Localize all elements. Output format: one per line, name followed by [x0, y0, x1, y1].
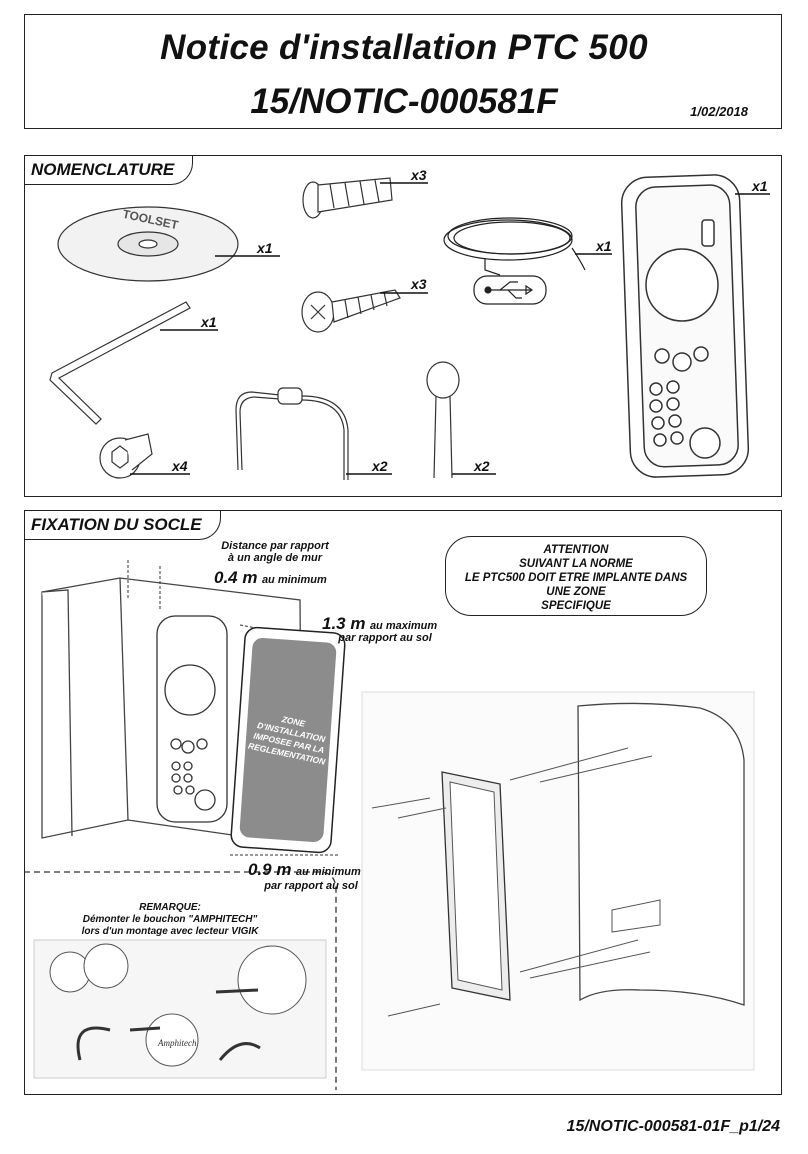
attention-notice: ATTENTION SUIVANT LA NORME LE PTC500 DOI… — [445, 536, 707, 616]
attention-line-1: ATTENTION — [543, 544, 609, 556]
min-height-unit: au minimum — [295, 866, 361, 878]
hex-key — [49, 301, 191, 425]
attention-line-2: SUIVANT LA NORME — [519, 558, 633, 570]
qty-hexkey: x1 — [201, 314, 217, 330]
bolt-screw — [99, 433, 153, 479]
attention-line-5: SPECIFIQUE — [541, 600, 611, 612]
remarque-box — [24, 871, 337, 1090]
min-height: 0.9 m au minimum — [248, 860, 361, 880]
ptc500-device — [620, 174, 750, 478]
attention-line-4: UNE ZONE — [546, 586, 606, 598]
qty-device: x1 — [752, 178, 768, 194]
varistor — [426, 361, 460, 479]
qty-varistor: x2 — [474, 458, 490, 474]
min-height-value: 0.9 m — [248, 860, 292, 879]
wood-screw — [301, 289, 401, 333]
min-height-ref: par rapport au sol — [264, 880, 358, 892]
remarque-title: REMARQUE: — [139, 902, 201, 913]
qty-anchor: x3 — [411, 167, 427, 183]
usb-cable — [443, 217, 586, 305]
installation-zone — [230, 626, 346, 854]
exploded-mount-view — [361, 691, 755, 1071]
qty-boltscrew: x4 — [172, 458, 188, 474]
qty-wire: x2 — [372, 458, 388, 474]
fixation-section — [24, 510, 782, 1095]
max-height-unit: au maximum — [369, 620, 438, 632]
wire-piece — [235, 387, 349, 480]
fixation-tab: FIXATION DU SOCLE — [25, 511, 221, 540]
qty-screw: x3 — [411, 276, 427, 292]
qty-cd: x1 — [257, 240, 273, 256]
wall-distance: 0.4 m au minimum — [214, 568, 327, 588]
wall-anchor — [302, 177, 393, 219]
wall-distance-label: Distance par rapport à un angle de mur — [221, 540, 329, 564]
document-date: 1/02/2018 — [690, 104, 748, 119]
document-title: Notice d'installation PTC 500 — [160, 28, 648, 67]
max-height-value: 1.3 m — [322, 614, 366, 633]
max-height-ref: par rapport au sol — [338, 632, 432, 644]
wall-distance-unit: au minimum — [261, 574, 327, 586]
max-height: 1.3 m au maximum — [322, 614, 437, 634]
remarque-illustration — [33, 939, 327, 1079]
toolset-cd — [57, 206, 239, 282]
remarque-text-2: lors d'un montage avec lecteur VIGIK — [81, 926, 259, 937]
footer-reference: 15/NOTIC-000581-01F_p1/24 — [566, 1118, 780, 1135]
header-box — [24, 14, 782, 129]
attention-line-3: LE PTC500 DOIT ETRE IMPLANTE DANS — [464, 572, 688, 584]
wall-distance-value: 0.4 m — [214, 568, 258, 587]
remarque-text-1: Démonter le bouchon "AMPHITECH" — [82, 914, 258, 925]
installed-device — [156, 615, 228, 823]
qty-cable: x1 — [596, 238, 612, 254]
amphitech-logo: Amphitech — [157, 1038, 197, 1048]
nomenclature-tab: NOMENCLATURE — [25, 156, 194, 185]
document-reference: 15/NOTIC-000581F — [250, 82, 558, 121]
